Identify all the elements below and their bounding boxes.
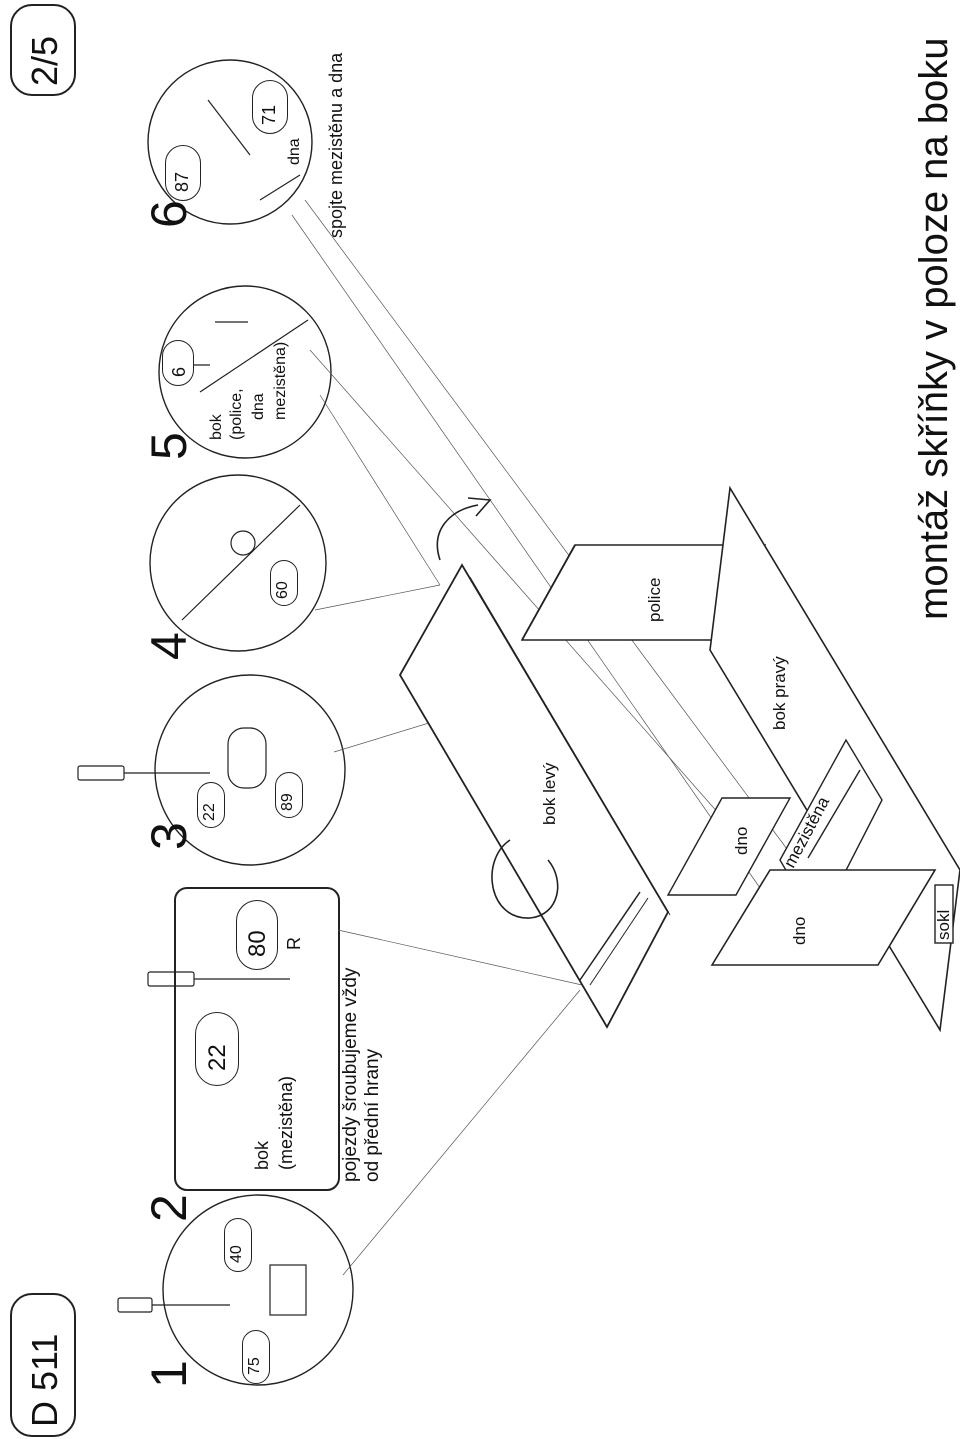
bottom-panel-lower bbox=[710, 869, 937, 966]
detail-circle-4 bbox=[149, 474, 327, 652]
step2-note-line2: od přední hrany bbox=[362, 1048, 383, 1182]
step-number-3: 3 bbox=[141, 822, 197, 850]
plinth-panel bbox=[934, 884, 954, 944]
part-number: 80 bbox=[244, 930, 271, 957]
label-left-side: bok levý bbox=[540, 762, 559, 825]
step6-label: dna bbox=[286, 138, 303, 165]
page-number-badge: 2/5 bbox=[10, 4, 76, 96]
step5-label-1: bok bbox=[208, 414, 225, 440]
doc-code-badge: D 511 bbox=[10, 1293, 76, 1437]
page-title: montáž skříňky v poloze na boku bbox=[912, 37, 956, 620]
part-badge-87: 87 bbox=[165, 145, 201, 201]
part-number: 89 bbox=[279, 793, 296, 811]
step2-note-line1: pojezdy šroubujeme vždy bbox=[340, 967, 361, 1182]
part-badge-40: 40 bbox=[224, 1218, 252, 1272]
part-badge-22: 22 bbox=[195, 1012, 239, 1086]
bottom-panel-upper bbox=[666, 797, 792, 896]
step2-panel-label: bok bbox=[252, 1140, 272, 1170]
step5-label-3: dna bbox=[250, 393, 267, 420]
step2-marker: R bbox=[284, 937, 304, 950]
step-number-5: 5 bbox=[141, 432, 197, 460]
label-bottom-upper: dno bbox=[732, 826, 751, 855]
part-badge-75: 75 bbox=[242, 1330, 270, 1384]
part-number: 87 bbox=[172, 171, 192, 192]
label-plinth: sokl bbox=[934, 909, 953, 940]
step5-label-4: mezistěna) bbox=[272, 341, 289, 420]
detail-circle-1 bbox=[162, 1194, 354, 1386]
detail-circle-3 bbox=[154, 674, 346, 866]
step5-label-2: (police, bbox=[228, 388, 245, 440]
step-number-1: 1 bbox=[141, 1360, 197, 1388]
part-badge-71: 71 bbox=[252, 80, 288, 134]
part-badge-6: 6 bbox=[162, 340, 194, 386]
step-number-6: 6 bbox=[141, 200, 197, 228]
detail-circle-5 bbox=[158, 285, 332, 459]
step-number-4: 4 bbox=[141, 632, 197, 660]
label-shelf: police bbox=[645, 577, 664, 622]
step2-panel-sublabel: (mezistěna) bbox=[276, 1075, 296, 1170]
part-badge-22-step3: 22 bbox=[197, 782, 225, 828]
part-number: 71 bbox=[259, 104, 279, 125]
page-number: 2/5 bbox=[24, 35, 65, 86]
detail-circle-6 bbox=[147, 59, 313, 225]
detail-panel-2 bbox=[174, 887, 340, 1191]
part-badge-89: 89 bbox=[275, 772, 303, 818]
part-number: 75 bbox=[246, 1357, 263, 1375]
part-badge-60: 60 bbox=[270, 560, 298, 606]
step-number-2: 2 bbox=[141, 1194, 197, 1222]
part-number: 22 bbox=[201, 803, 218, 821]
label-right-side: bok pravý bbox=[770, 656, 789, 730]
part-number: 6 bbox=[169, 366, 189, 377]
part-badge-80: 80 bbox=[236, 900, 278, 970]
part-number: 60 bbox=[274, 581, 291, 599]
part-number: 40 bbox=[228, 1245, 245, 1263]
step6-note: spojte mezistěnu a dna bbox=[326, 52, 346, 238]
doc-code: D 511 bbox=[24, 1333, 65, 1427]
part-number: 22 bbox=[204, 1044, 231, 1071]
label-bottom-lower: dno bbox=[790, 916, 809, 945]
